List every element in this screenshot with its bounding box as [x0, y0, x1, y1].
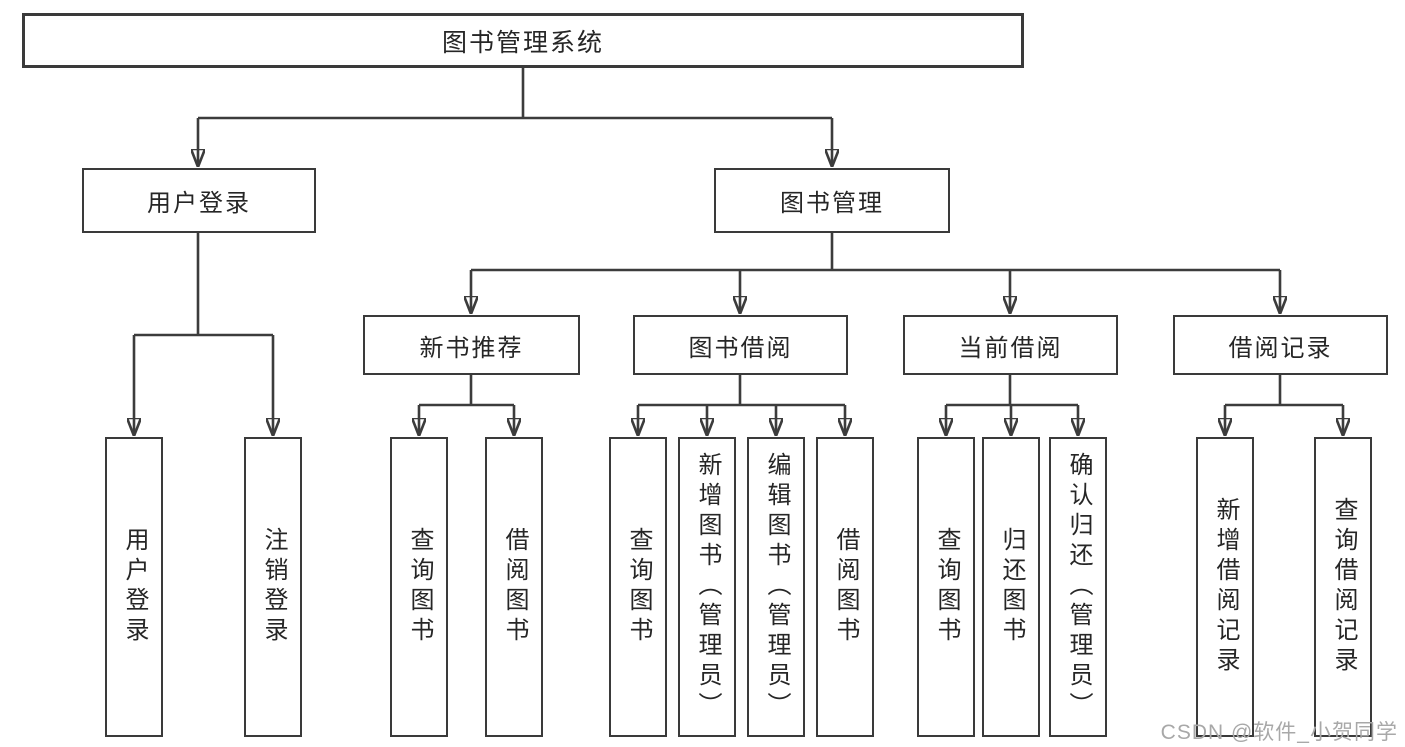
connector-root — [198, 68, 832, 166]
connector-borrow-records — [1225, 375, 1343, 435]
leaf-label: 新增图书（管理员） — [694, 452, 721, 722]
connector-current-borrow — [946, 375, 1078, 435]
node-add-books-admin: 新增图书（管理员） — [678, 437, 736, 737]
connector-user-login — [134, 233, 273, 435]
csdn-watermark: CSDN @软件_小贺同学 — [1160, 721, 1398, 744]
connector-new-books — [419, 375, 514, 435]
leaf-label: 用户登录 — [121, 527, 148, 647]
leaf-label: 查询图书 — [933, 527, 960, 647]
node-book-management: 图书管理 — [714, 168, 950, 233]
leaf-label: 查询图书 — [625, 527, 652, 647]
leaf-label: 借阅图书 — [832, 527, 859, 647]
leaf-label: 查询借阅记录 — [1330, 497, 1357, 677]
node-return-books: 归还图书 — [982, 437, 1040, 737]
node-query-books-borrow: 查询图书 — [609, 437, 667, 737]
node-query-books-recommend: 查询图书 — [390, 437, 448, 737]
leaf-label: 确认归还（管理员） — [1065, 452, 1092, 722]
node-borrow-records: 借阅记录 — [1173, 315, 1388, 375]
node-user-login-action: 用户登录 — [105, 437, 163, 737]
node-logout-action: 注销登录 — [244, 437, 302, 737]
node-book-borrow: 图书借阅 — [633, 315, 848, 375]
node-confirm-return-admin: 确认归还（管理员） — [1049, 437, 1107, 737]
node-borrow-books-recommend: 借阅图书 — [485, 437, 543, 737]
leaf-label: 借阅图书 — [501, 527, 528, 647]
connector-book-management — [471, 233, 1280, 313]
leaf-label: 新增借阅记录 — [1212, 497, 1239, 677]
node-current-borrow: 当前借阅 — [903, 315, 1118, 375]
node-query-books-current: 查询图书 — [917, 437, 975, 737]
node-edit-books-admin: 编辑图书（管理员） — [747, 437, 805, 737]
leaf-label: 归还图书 — [998, 527, 1025, 647]
leaf-label: 查询图书 — [406, 527, 433, 647]
node-user-login: 用户登录 — [82, 168, 316, 233]
leaf-label: 注销登录 — [260, 527, 287, 647]
node-query-borrow-record: 查询借阅记录 — [1314, 437, 1372, 737]
leaf-label: 编辑图书（管理员） — [763, 452, 790, 722]
node-borrow-books: 借阅图书 — [816, 437, 874, 737]
node-library-management-system: 图书管理系统 — [22, 13, 1024, 68]
node-new-book-recommend: 新书推荐 — [363, 315, 580, 375]
connector-book-borrow — [638, 375, 845, 435]
node-add-borrow-record: 新增借阅记录 — [1196, 437, 1254, 737]
